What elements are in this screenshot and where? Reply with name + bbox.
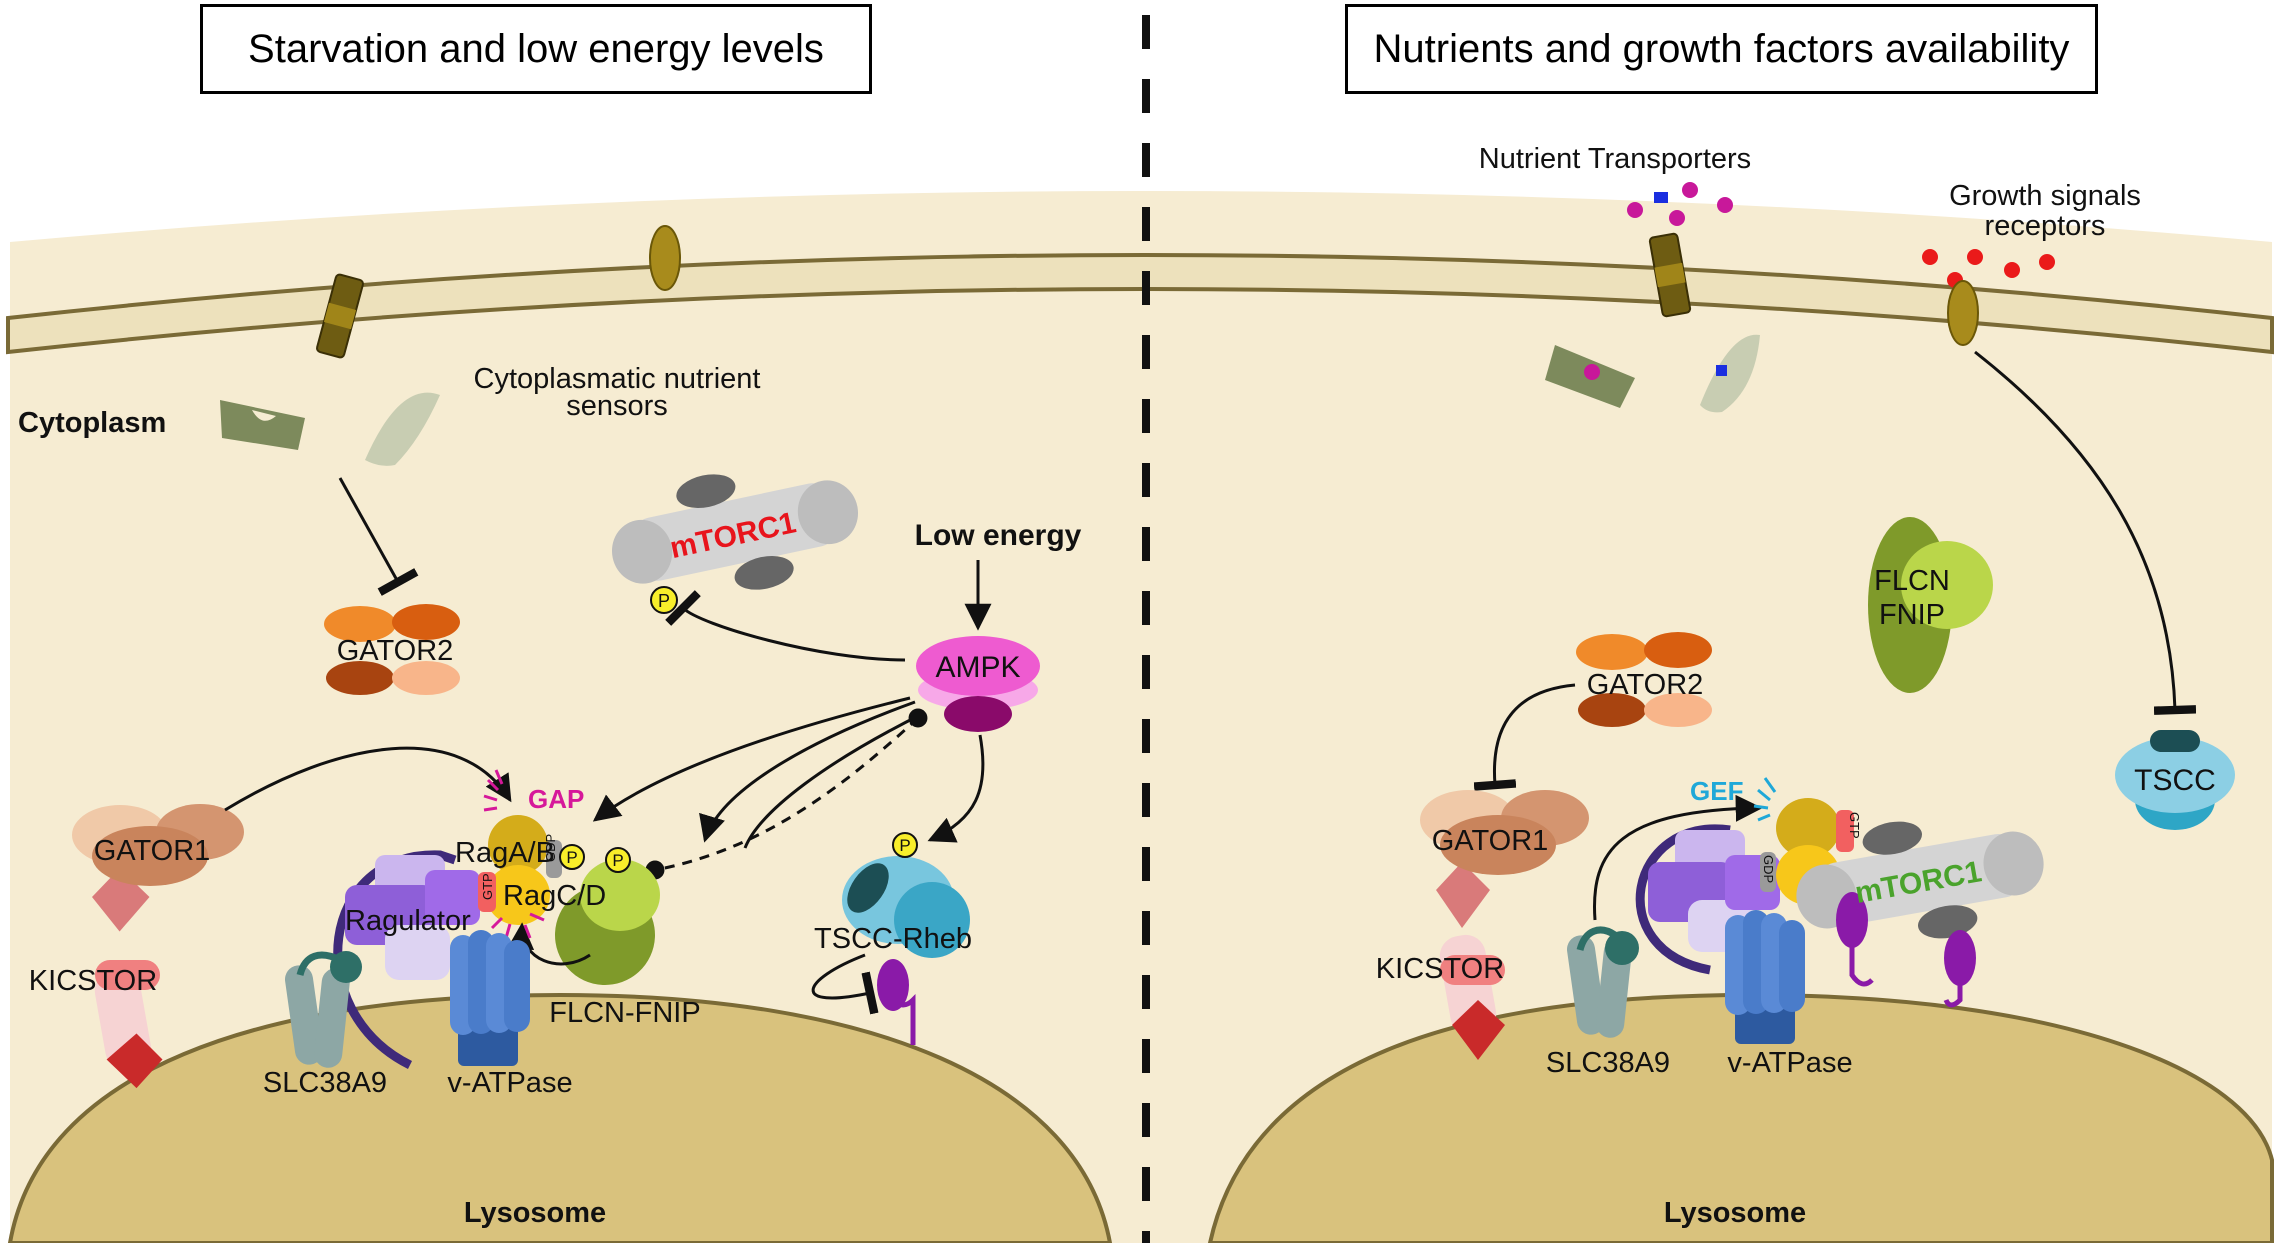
nutrient-particles xyxy=(1627,182,1733,226)
vatpase-left xyxy=(450,930,530,1066)
label-gap: GAP xyxy=(528,784,584,814)
slc38a9-right xyxy=(1566,926,1639,1038)
tscc-rheb-left xyxy=(842,856,970,1045)
lysosome-left xyxy=(7,992,1113,1243)
label-gator2-right: GATOR2 xyxy=(1587,669,1704,701)
tscc-right xyxy=(2115,730,2235,830)
left-panel-title: Starvation and low energy levels xyxy=(200,4,872,94)
gator2-left-complex xyxy=(324,604,460,695)
label-gef: GEF xyxy=(1690,776,1743,806)
label-gator2-left: GATOR2 xyxy=(337,635,454,667)
label-kicstor-right: KICSTOR xyxy=(1376,953,1504,985)
label-raga-left: RagA/B xyxy=(455,837,555,869)
label-kicstor-left: KICSTOR xyxy=(29,965,157,997)
slc38a9-left xyxy=(284,951,362,1068)
membrane-channel-right-light xyxy=(1947,280,1979,346)
nutrient-sensor-right-light xyxy=(1700,334,1760,413)
ragulator-left xyxy=(333,850,480,1070)
vatpase-right xyxy=(1725,910,1805,1044)
label-ragulator-left: Ragulator xyxy=(345,905,471,937)
label-sensors-1: Cytoplasmatic nutrient xyxy=(474,363,761,395)
right-panel-title: Nutrients and growth factors availabilit… xyxy=(1345,4,2098,94)
nutrient-sensor-dark xyxy=(220,400,305,450)
label-sensors-2: sensors xyxy=(566,390,668,422)
gap-burst-icon xyxy=(483,769,545,939)
svg-text:P: P xyxy=(612,851,623,870)
cell-membrane xyxy=(6,253,2274,355)
gator1-kicstor-left xyxy=(72,804,244,1089)
label-ragc-left: RagC/D xyxy=(503,880,606,912)
rheb-right xyxy=(1836,892,1976,1008)
label-growth-2: receptors xyxy=(1985,210,2106,242)
nutrient-sensor-light xyxy=(365,392,440,466)
svg-text:P: P xyxy=(658,591,670,611)
cytoplasm-area xyxy=(10,191,2272,1243)
gator1-kicstor-right xyxy=(1420,790,1589,1060)
label-low-energy: Low energy xyxy=(915,519,1082,552)
label-growth-1: Growth signals xyxy=(1949,180,2141,212)
label-gator1-left: GATOR1 xyxy=(94,835,211,867)
membrane-channel-left-light xyxy=(649,225,681,291)
label-vatpase-left: v-ATPase xyxy=(447,1067,572,1099)
label-lysosome-left: Lysosome xyxy=(464,1197,606,1229)
label-nutrient-transporters: Nutrient Transporters xyxy=(1479,143,1751,175)
label-lysosome-right: Lysosome xyxy=(1664,1197,1806,1229)
membrane-channel-right-dark xyxy=(1648,232,1692,318)
label-cytoplasm: Cytoplasm xyxy=(18,407,166,439)
label-tscc-rheb-left: TSCC-Rheb xyxy=(814,923,972,955)
label-gdp-left: GDP xyxy=(543,834,558,862)
flcn-fnip-free xyxy=(1868,517,1993,693)
svg-text:P: P xyxy=(899,836,910,855)
label-gtp-left: GTP xyxy=(480,873,495,900)
growth-signal-particles xyxy=(1922,249,2055,288)
label-gator1-right: GATOR1 xyxy=(1432,825,1549,857)
ampk-complex xyxy=(916,636,1040,732)
rag-gtpases-left xyxy=(478,815,562,925)
label-flcn-fnip-left: FLCN-FNIP xyxy=(549,997,700,1029)
label-gtp-right: GTP xyxy=(1847,812,1862,839)
label-slc38a9-right: SLC38A9 xyxy=(1546,1047,1670,1079)
mtorc1-left-complex xyxy=(611,474,859,590)
label-slc38a9-left: SLC38A9 xyxy=(263,1067,387,1099)
gator2-right-complex xyxy=(1576,632,1712,727)
label-fnip: FNIP xyxy=(1879,599,1945,631)
gef-burst-icon xyxy=(1753,777,1777,822)
label-ampk: AMPK xyxy=(935,651,1020,684)
svg-text:P: P xyxy=(566,848,577,867)
label-tscc: TSCC xyxy=(2134,764,2216,797)
label-flcn: FLCN xyxy=(1874,565,1950,597)
label-gdp-right: GDP xyxy=(1761,855,1776,883)
membrane-channel-left-dark xyxy=(316,273,364,359)
label-vatpase-right: v-ATPase xyxy=(1727,1047,1852,1079)
